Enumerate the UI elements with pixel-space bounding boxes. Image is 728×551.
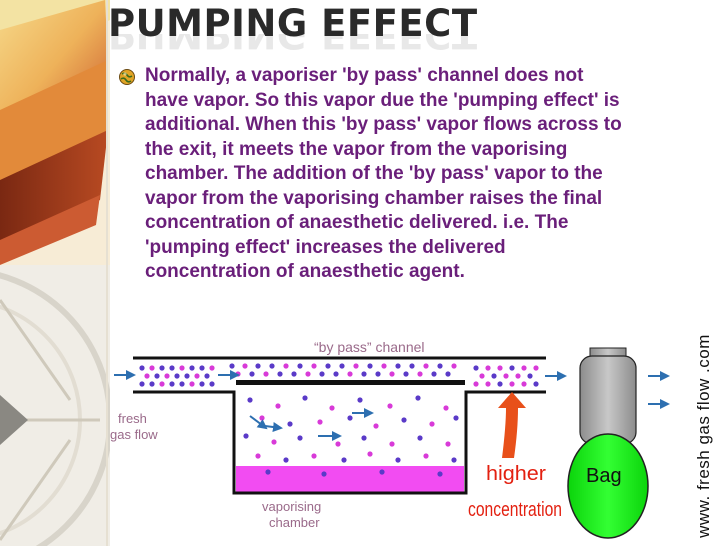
chamber-label-line1: vaporising xyxy=(262,499,321,514)
watermark-text: www. fresh gas flow .com xyxy=(694,334,713,538)
diagram-svg: “by pass” channel fresh gas flow vaporis… xyxy=(110,339,670,539)
bypass-vapor-dots xyxy=(139,363,539,387)
anaesthetic-liquid xyxy=(236,466,464,492)
higher-label: higher xyxy=(486,463,546,485)
chamber-outline xyxy=(133,390,546,495)
flow-arrows xyxy=(114,370,670,441)
chamber-label-line2: chamber xyxy=(269,515,320,530)
slide-title-reflection: PUMPING EFFECT xyxy=(108,34,478,56)
body-paragraph: Normally, a vaporiser 'by pass' channel … xyxy=(145,65,622,282)
globe-bullet-icon xyxy=(119,69,135,85)
fresh-gas-label-line2: gas flow xyxy=(110,427,158,442)
decorative-sidebar xyxy=(0,0,110,546)
watermark: www. fresh gas flow .com xyxy=(686,331,722,541)
sidebar-decoration-graphic xyxy=(0,0,110,546)
reservoir-bag xyxy=(567,347,649,539)
higher-concentration-arrow xyxy=(498,392,526,458)
chamber-vapor-dots xyxy=(243,395,459,477)
pumping-effect-diagram: “by pass” channel fresh gas flow vaporis… xyxy=(100,318,728,546)
bypass-channel-label: “by pass” channel xyxy=(314,339,425,355)
concentration-label: concentration xyxy=(468,499,562,521)
chamber-divider xyxy=(236,380,465,385)
fresh-gas-label-line1: fresh xyxy=(118,411,147,426)
slide-title: PUMPING EFFECT xyxy=(108,2,478,45)
bag-label: Bag xyxy=(586,465,622,487)
